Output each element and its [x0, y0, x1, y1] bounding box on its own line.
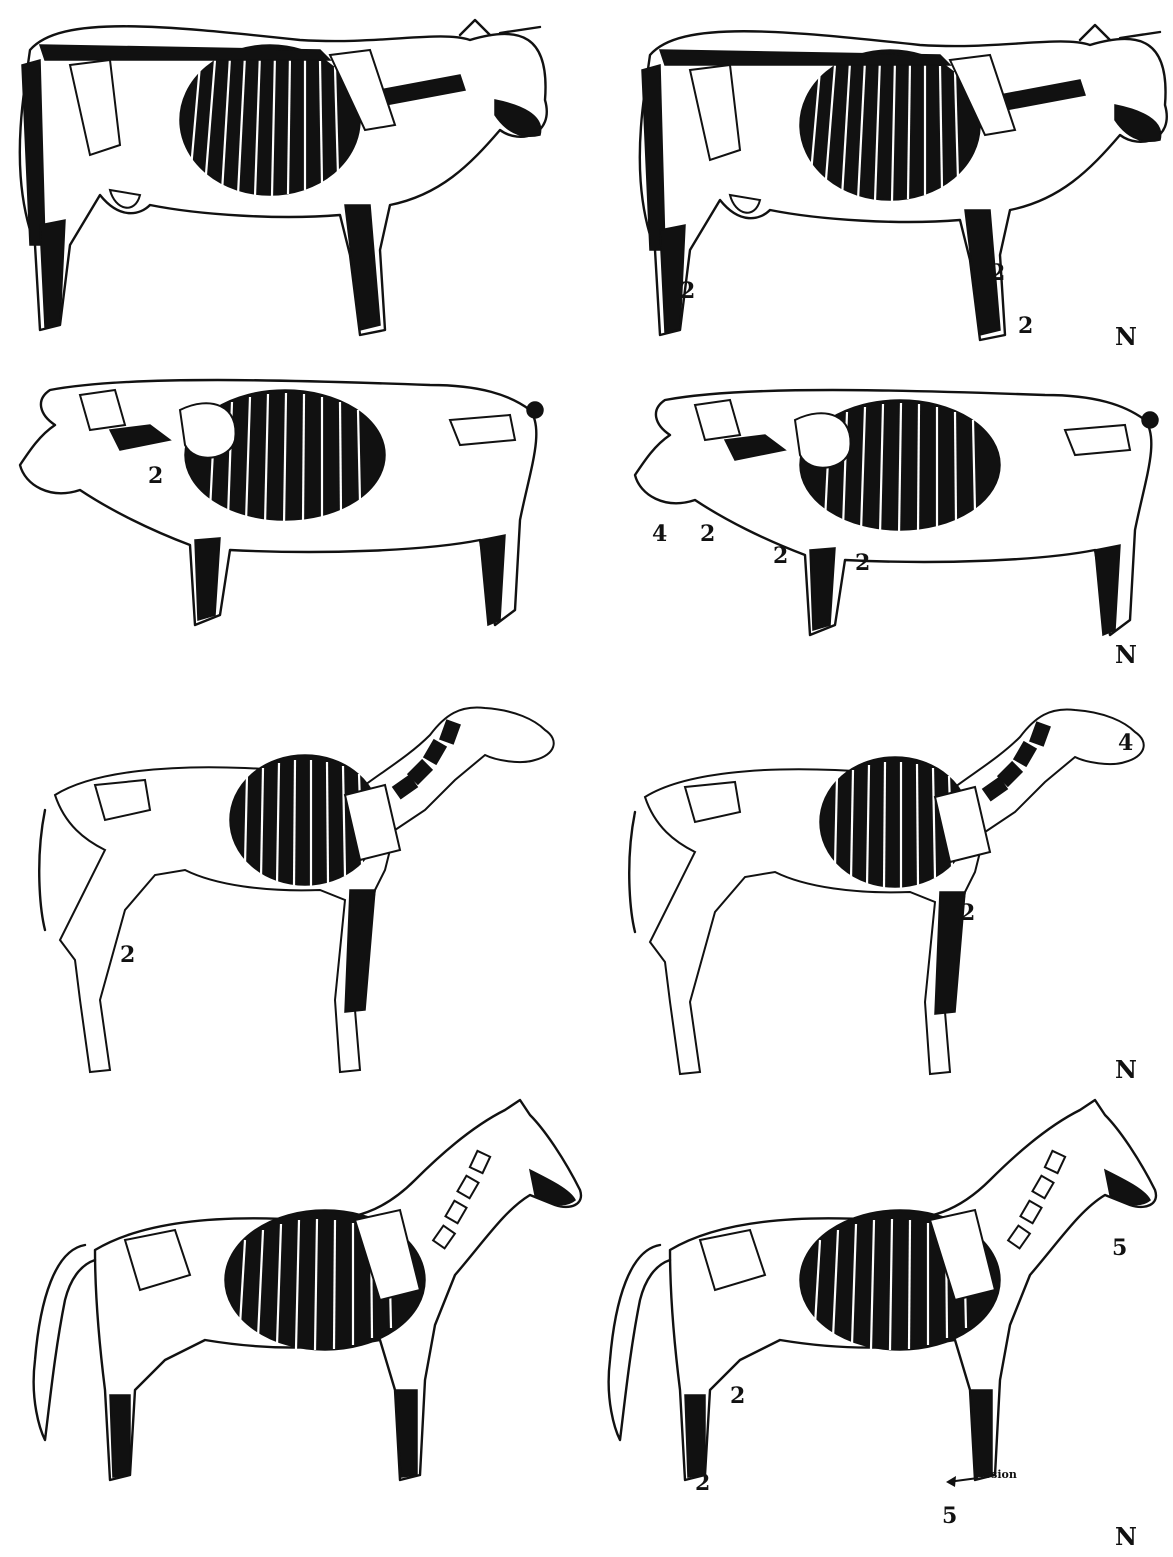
- cow-right-label-forefoot: 2: [1018, 313, 1033, 339]
- horse-right-label-hindleg-lower: 2: [695, 1470, 710, 1496]
- pig-right-illustration: [635, 390, 1158, 635]
- cow-right-illustration: [640, 25, 1167, 340]
- pig-right-corner-label: N: [1115, 640, 1137, 669]
- pig-left-label-neck: 2: [148, 463, 163, 489]
- cow-right-corner-label: N: [1115, 322, 1137, 351]
- horse-right-label-neck: 5: [1112, 1235, 1127, 1261]
- pig-left-illustration: [20, 380, 543, 625]
- dog-right-corner-label: N: [1115, 1055, 1137, 1084]
- pig-right-label-throat: 2: [700, 521, 715, 547]
- cow-right-label-hindleg: 2: [680, 278, 695, 304]
- horse-right-illustration: [609, 1100, 1156, 1480]
- horse-right-corner-label: N: [1115, 1522, 1137, 1551]
- dog-right-label-head: 4: [1118, 730, 1133, 756]
- pig-right-label-foreleg-a: 2: [773, 543, 788, 569]
- dog-left-illustration: [39, 707, 553, 1072]
- pig-right-label-foreleg-b: 2: [855, 550, 870, 576]
- pig-right-label-jaw: 4: [652, 521, 667, 547]
- horse-right-label-hindleg-upper: 2: [730, 1383, 745, 1409]
- lesion-arrow: [946, 1476, 978, 1487]
- dog-left-label-hindleg: 2: [120, 942, 135, 968]
- cow-left-illustration: [20, 20, 547, 335]
- dog-right-label-foreleg: 2: [960, 900, 975, 926]
- horse-right-label-foreleg: 5: [942, 1503, 957, 1529]
- dog-right-illustration: [629, 709, 1143, 1074]
- cow-right-label-foreleg-upper: 2: [990, 260, 1005, 286]
- horse-right-lesion-annotation: lesion: [980, 1468, 1017, 1481]
- horse-left-illustration: [34, 1100, 581, 1480]
